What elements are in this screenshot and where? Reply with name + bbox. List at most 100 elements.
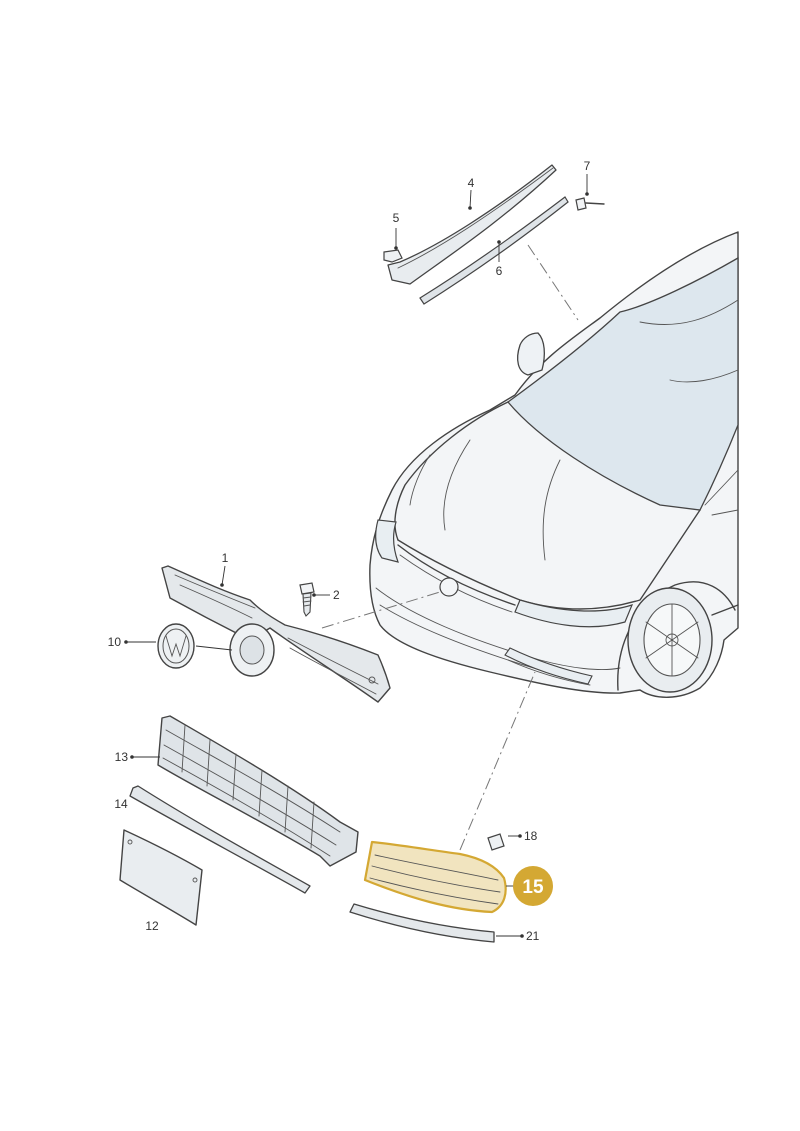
part-6-seal-strip xyxy=(419,196,569,305)
label-part-12: 12 xyxy=(145,919,159,933)
leader-lines xyxy=(124,174,589,938)
car-bumper-line xyxy=(379,604,541,671)
part-13-bar xyxy=(284,785,289,833)
part-10-emblem xyxy=(157,623,195,669)
part-13-frame xyxy=(157,715,359,867)
part-4-shape xyxy=(387,164,557,285)
leader-21-dot xyxy=(520,934,524,938)
part-1-ribs xyxy=(174,574,256,609)
label-part-18: 18 xyxy=(524,829,538,843)
part-21-shape xyxy=(349,903,495,943)
leader-6-dot xyxy=(497,240,501,244)
part-13-slat xyxy=(162,757,331,857)
label-part-5: 5 xyxy=(393,211,400,225)
part-2-shank xyxy=(302,592,312,617)
part-7-shape xyxy=(575,197,587,211)
part-13-lower-grille xyxy=(157,715,359,867)
part-1-shape xyxy=(161,565,391,703)
label-part-2: 2 xyxy=(333,588,340,602)
part-1-hole xyxy=(368,676,376,684)
part-13-bar xyxy=(181,724,186,773)
car-lower-grille xyxy=(504,647,593,685)
car-side-window xyxy=(704,469,739,516)
part-18-clip xyxy=(487,833,505,851)
part-13-bar xyxy=(310,801,315,849)
part-18-shape xyxy=(487,833,505,851)
label-part-1: 1 xyxy=(222,551,229,565)
label-part-21: 21 xyxy=(526,929,540,943)
reference-line-grille-to-car xyxy=(321,591,441,629)
part-7-pin xyxy=(585,202,605,205)
leader-7-dot xyxy=(585,192,589,196)
car-side-sill xyxy=(711,604,739,616)
part-1-upper-grille xyxy=(161,565,391,703)
part-2-head xyxy=(299,582,315,595)
part-2-screw xyxy=(299,582,315,617)
label-part-4: 4 xyxy=(468,176,475,190)
part-14-trim-strip xyxy=(129,785,311,894)
part-15-side-grille xyxy=(363,840,507,914)
part-6-shape xyxy=(419,196,569,305)
car-hood-crease xyxy=(542,459,561,561)
part-10-badge-inner xyxy=(162,628,190,664)
label-part-10: 10 xyxy=(108,635,122,649)
leader-18-dot xyxy=(518,834,522,838)
label-part-14: 14 xyxy=(114,797,128,811)
part-15-shape xyxy=(363,840,507,914)
car-lower-grille-slat xyxy=(507,659,591,686)
part-12-plate-holder xyxy=(119,829,203,926)
car-hood-crease xyxy=(409,454,431,506)
part-10-badge xyxy=(157,623,195,669)
part-12-shape xyxy=(119,829,203,926)
part-12-hole xyxy=(192,877,198,883)
part-13-bar xyxy=(206,739,211,787)
label-part-7: 7 xyxy=(584,159,591,173)
emblem-carrier xyxy=(229,623,275,677)
leader-4-dot xyxy=(468,206,472,210)
leader-1-dot xyxy=(220,583,224,587)
car-windshield-reflection xyxy=(669,369,739,383)
part-4-detail xyxy=(397,167,554,269)
car-emblem xyxy=(439,577,459,597)
leader-2-dot xyxy=(312,593,316,597)
leader-10-dot xyxy=(124,640,128,644)
leader-1 xyxy=(221,565,226,586)
car-hood-crease xyxy=(443,439,471,531)
part-21-trim-strip xyxy=(349,903,495,943)
part-13-slat xyxy=(165,729,341,833)
part-13-bar xyxy=(232,753,237,801)
part-4-windshield-trim xyxy=(387,164,557,285)
part-12-hole xyxy=(127,839,133,845)
car-wheel-arch xyxy=(617,581,736,691)
reference-lines xyxy=(321,244,579,851)
leader-10b xyxy=(195,645,233,651)
leader-4 xyxy=(469,189,472,209)
leader-5-dot xyxy=(394,246,398,250)
emblem-carrier-inner xyxy=(239,635,265,665)
car-headlight-right xyxy=(514,599,634,628)
part-10-logo xyxy=(165,635,187,658)
part-13-bar xyxy=(258,769,263,817)
reference-line-trim-to-roof xyxy=(527,244,579,321)
part-15-slat xyxy=(371,865,501,893)
part-2-thread xyxy=(302,596,312,607)
part-5-shape xyxy=(383,249,403,263)
highlight-callout-circle[interactable] xyxy=(513,866,553,906)
part-15-slat xyxy=(369,877,499,905)
leader-13-dot xyxy=(130,755,134,759)
car-headlight-left xyxy=(375,519,399,563)
car-windshield-reflection xyxy=(639,299,739,325)
car-front-illustration xyxy=(369,231,739,698)
part-7-rivet xyxy=(575,197,605,211)
label-part-6: 6 xyxy=(496,264,503,278)
highlight-callout-label: 15 xyxy=(522,877,544,898)
part-1-ribs xyxy=(289,647,377,695)
part-1-ribs xyxy=(179,584,253,619)
car-wheel-spokes xyxy=(645,603,699,677)
highlight-callout-15[interactable]: 15 xyxy=(513,866,553,906)
part-15-slat xyxy=(374,854,499,881)
part-5-clip xyxy=(383,249,403,263)
part-14-shape xyxy=(129,785,311,894)
